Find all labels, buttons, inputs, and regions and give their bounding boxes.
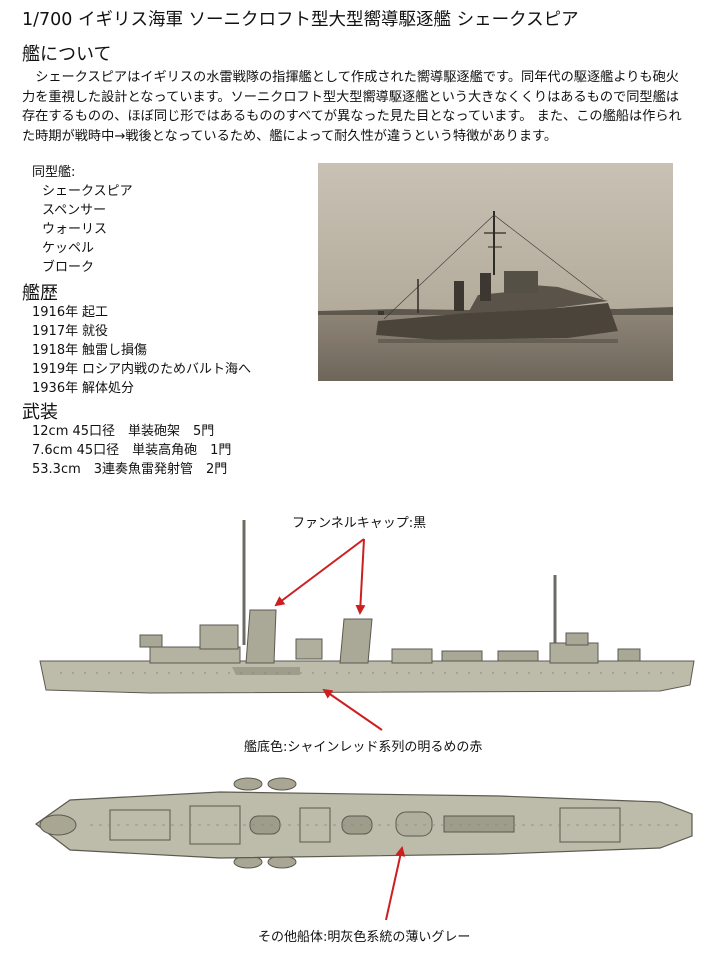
- page-title: 1/700 イギリス海軍 ソーニクロフト型大型嚮導駆逐艦 シェークスピア: [22, 10, 579, 30]
- sister-ship: ウォーリス: [42, 222, 108, 237]
- sister-ship: スペンサー: [42, 203, 107, 218]
- history-year: 1919年: [32, 362, 79, 377]
- history-row: 1936年解体処分: [32, 379, 251, 398]
- callout-hull-other: その他船体:明灰色系統の薄いグレー: [258, 930, 471, 945]
- history-list: 1916年起工 1917年就役 1918年触雷し損傷 1919年ロシア内戦のため…: [32, 303, 251, 398]
- sister-ships-list: 同型艦: シェークスピア スペンサー ウォーリス ケッペル ブローク: [32, 163, 133, 277]
- history-event: 起工: [82, 305, 109, 320]
- sister-label: 同型艦:: [32, 165, 76, 180]
- sister-ship: シェークスピア: [42, 184, 133, 199]
- history-event: 就役: [82, 324, 109, 339]
- armament-row: 7.6cm 45口径 単装高角砲 1門: [32, 443, 232, 458]
- history-year: 1917年: [32, 324, 79, 339]
- armament-row: 53.3cm 3連奏魚雷発射管 2門: [32, 462, 228, 477]
- sister-ship: ケッペル: [42, 241, 95, 256]
- history-event: 触雷し損傷: [82, 343, 148, 358]
- history-event: ロシア内戦のためバルト海へ: [82, 362, 252, 377]
- history-row: 1916年起工: [32, 303, 251, 322]
- history-row: 1918年触雷し損傷: [32, 341, 251, 360]
- history-year: 1918年: [32, 343, 79, 358]
- ship-photo: [318, 163, 673, 381]
- about-text: シェークスピアはイギリスの水雷戦隊の指揮艦として作成された嚮導駆逐艦です。同年代…: [22, 70, 682, 144]
- history-row: 1917年就役: [32, 322, 251, 341]
- about-heading: 艦について: [22, 44, 112, 65]
- hull-bottom-arrow: [322, 688, 383, 731]
- side-profile-drawing: [39, 520, 695, 694]
- sister-ship: ブローク: [42, 260, 95, 275]
- plan-view-drawing: [34, 777, 693, 920]
- armament-list: 12cm 45口径 単装砲架 5門 7.6cm 45口径 単装高角砲 1門 53…: [32, 422, 231, 479]
- callout-hull-bottom: 艦底色:シャインレッド系列の明るめの赤: [244, 740, 483, 755]
- history-heading: 艦歴: [22, 283, 58, 304]
- history-year: 1916年: [32, 305, 79, 320]
- callout-funnel: ファンネルキャップ:黒: [292, 516, 427, 531]
- armament-heading: 武装: [22, 402, 58, 423]
- history-year: 1936年: [32, 381, 79, 396]
- armament-row: 12cm 45口径 単装砲架 5門: [32, 424, 215, 439]
- history-event: 解体処分: [82, 381, 135, 396]
- history-row: 1919年ロシア内戦のためバルト海へ: [32, 360, 251, 379]
